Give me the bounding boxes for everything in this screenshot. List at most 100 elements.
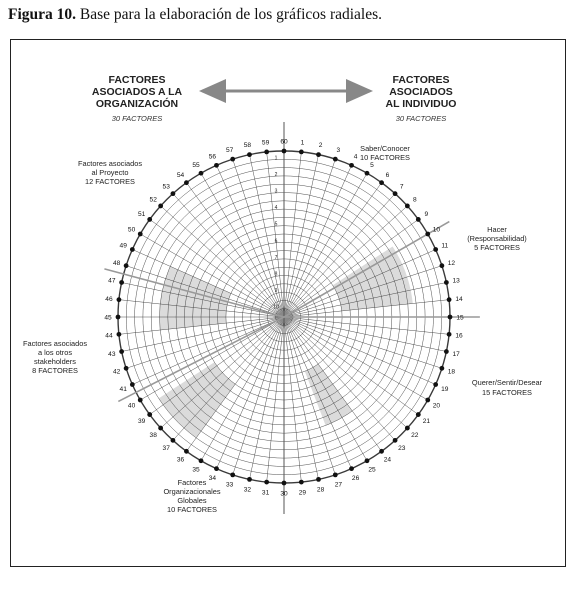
grid-spoke <box>140 316 285 401</box>
factor-dot <box>298 149 304 155</box>
right-header-line-3: AL INDIVIDUO <box>386 98 457 110</box>
diagram-frame <box>10 39 566 567</box>
factor-dot <box>119 280 125 285</box>
grid-spoke <box>232 316 285 475</box>
factor-number: 11 <box>441 243 448 250</box>
factor-dot <box>198 458 204 464</box>
factor-dot <box>129 382 135 387</box>
factor-number: 18 <box>448 369 456 376</box>
factor-dot <box>446 297 452 303</box>
factor-number: 26 <box>352 475 360 482</box>
grid-spoke <box>121 282 285 318</box>
group-stakeholders-line-2: a los otros <box>38 348 72 357</box>
group-stakeholders-line-3: stakeholders <box>34 357 76 366</box>
grid-spoke <box>249 154 285 318</box>
factor-dot <box>446 331 452 337</box>
factor-dot <box>158 203 164 209</box>
grid-spoke <box>283 205 408 318</box>
grid-spoke <box>118 316 285 335</box>
grid-spoke <box>172 316 285 441</box>
factor-number: 15 <box>456 314 464 321</box>
factor-dot <box>230 156 236 162</box>
factor-dot <box>298 479 304 485</box>
factor-dot <box>116 297 122 303</box>
grid-spoke <box>283 316 352 469</box>
grid-spoke <box>283 316 450 335</box>
factor-dot <box>316 152 321 158</box>
factor-dot <box>379 448 384 454</box>
factor-number: 22 <box>411 432 419 439</box>
factor-number: 10 <box>433 226 441 233</box>
grid-spoke <box>216 316 285 469</box>
factor-number: 36 <box>177 457 185 464</box>
right-header-line-1: FACTORES <box>393 74 450 86</box>
factor-dot <box>433 247 439 252</box>
group-globales-line-1: Factores <box>178 478 207 487</box>
grid-spoke <box>200 316 285 461</box>
factor-number: 13 <box>452 278 460 285</box>
factor-dot <box>170 437 176 443</box>
left-header-line-2: ASOCIADOS A LA <box>92 86 183 98</box>
group-proyecto-line-2: al Proyecto <box>92 168 129 177</box>
group-saber-line-2: 10 FACTORES <box>360 153 410 162</box>
grid-spoke <box>216 165 285 318</box>
factor-number: 52 <box>150 197 158 204</box>
group-stakeholders-line-1: Factores asociados <box>23 339 87 348</box>
factor-number: 9 <box>425 211 429 218</box>
grid-spoke <box>283 154 319 318</box>
grid-spoke <box>266 316 285 483</box>
factor-number: 31 <box>262 489 270 496</box>
group-hacer-line-3: 5 FACTORES <box>474 243 520 252</box>
factor-dot <box>119 349 125 354</box>
factor-number: 3 <box>337 147 341 154</box>
factor-dot <box>439 263 445 269</box>
factor-dot <box>147 217 153 222</box>
factor-dot <box>415 217 421 222</box>
factor-number: 8 <box>413 197 417 204</box>
radial-scale-label: 9 <box>275 288 278 294</box>
factor-dot <box>392 191 398 197</box>
factor-number: 44 <box>105 333 113 340</box>
factor-dot <box>332 472 338 478</box>
factor-number: 45 <box>104 314 112 321</box>
factor-dot <box>115 314 121 320</box>
factor-number: 14 <box>455 296 463 303</box>
grid-spoke <box>283 265 442 318</box>
grid-spoke <box>283 193 396 318</box>
factor-number: 51 <box>138 211 146 218</box>
factor-number: 28 <box>317 486 325 493</box>
group-hacer-line-2: (Responsabilidad) <box>467 234 527 243</box>
shaded-regions <box>158 246 413 438</box>
factor-dot <box>404 425 410 431</box>
group-globales-line-2: Organizacionales <box>163 487 220 496</box>
grid-spoke <box>283 316 419 415</box>
radial-scale-label: 3 <box>275 189 278 195</box>
factor-number: 47 <box>108 278 116 285</box>
factor-number: 39 <box>138 418 146 425</box>
factor-number: 38 <box>150 432 158 439</box>
grid-spoke <box>283 316 428 401</box>
factor-number: 59 <box>262 139 270 146</box>
grid-spoke <box>149 316 285 415</box>
grid-spoke <box>140 233 285 318</box>
left-header-count: 30 FACTORES <box>112 114 163 123</box>
factor-number: 43 <box>108 351 116 358</box>
factor-number: 24 <box>384 457 392 464</box>
group-querer-line-2: 15 FACTORES <box>482 388 532 397</box>
factor-dot <box>184 448 189 454</box>
factor-number: 1 <box>301 139 305 146</box>
factor-dot <box>247 152 252 158</box>
left-header-line-1: FACTORES <box>109 74 166 86</box>
right-header-line-2: ASOCIADOS <box>389 86 453 98</box>
factor-dot <box>404 203 410 209</box>
factor-dot <box>158 425 164 431</box>
factor-number: 19 <box>441 386 449 393</box>
grid-spoke <box>283 316 442 369</box>
factor-dot <box>264 479 270 485</box>
grid-spoke <box>283 316 408 429</box>
grid-spoke <box>132 249 285 318</box>
grid-spoke <box>283 151 302 318</box>
factor-dot <box>392 437 398 443</box>
radial-scale-label: 2 <box>275 172 278 178</box>
figure-number: Figura 10. <box>8 6 77 23</box>
